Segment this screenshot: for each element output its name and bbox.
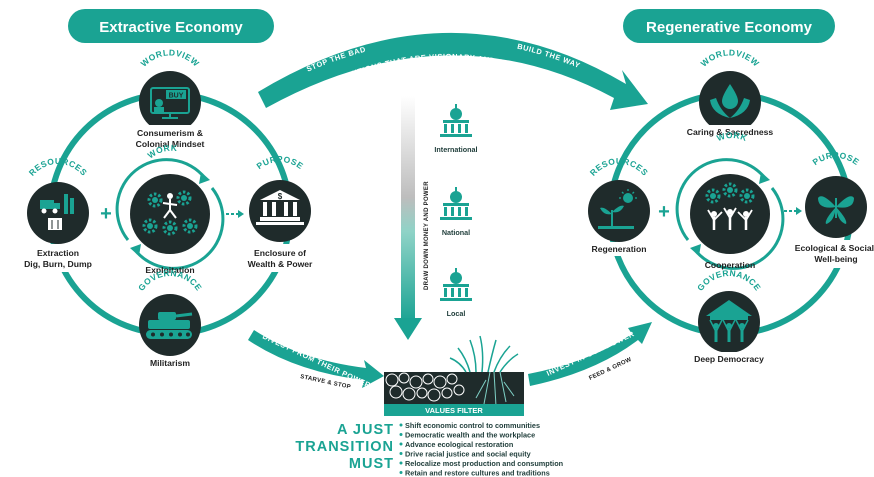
right-title: Regenerative Economy: [646, 19, 813, 36]
just-transition-list: Shift economic control to communities De…: [399, 421, 563, 477]
level-local: Local: [440, 268, 472, 318]
just-transition-line-1: A JUST: [337, 422, 394, 438]
right-resources-node: RESOURCES Regeneration: [575, 156, 665, 256]
values-filter: VALUES FILTER: [384, 335, 524, 416]
values-filter-label: VALUES FILTER: [425, 406, 483, 415]
right-purpose-label-1: Ecological & Social: [795, 243, 874, 253]
right-governance-label: Deep Democracy: [694, 354, 764, 364]
list-item: Shift economic control to communities: [405, 421, 540, 430]
divest-arrow: DIVEST FROM THEIR POWER STARVE & STOP: [248, 330, 384, 391]
right-purpose-category: PURPOSE: [811, 150, 862, 167]
bank-dollar-icon: $: [256, 190, 304, 225]
level-local-label: Local: [447, 309, 466, 318]
butterfly-hands-icon: [818, 196, 854, 224]
left-work-label: Exploitation: [145, 265, 194, 275]
left-resources-label-2: Dig, Burn, Dump: [24, 259, 92, 269]
capitol-building-icon: [440, 104, 472, 137]
draw-down-label: DRAW DOWN MONEY AND POWER: [424, 181, 430, 290]
left-plus-sign: +: [100, 203, 112, 225]
left-title-pill: Extractive Economy: [68, 9, 274, 43]
right-worldview-node: WORLDVIEW Caring & Sacredness: [676, 47, 784, 139]
list-item: Retain and restore cultures and traditio…: [405, 469, 550, 477]
house-people-icon: [706, 300, 752, 342]
just-transition-line-3: MUST: [349, 456, 394, 472]
right-governance-category: GOVERNANCE: [695, 268, 763, 293]
invest-arrow: INVEST IN OUR POWER FEED & GROW: [528, 322, 652, 386]
left-worldview-label-1: Consumerism &: [137, 128, 203, 138]
right-purpose-node: PURPOSE Ecological & Social Well-being: [786, 150, 874, 268]
left-worldview-label-2: Colonial Mindset: [136, 139, 205, 149]
top-arrow: STOP THE BAD BUILD THE WAY SOLUTIONS THA…: [258, 32, 648, 110]
right-plus-sign: +: [658, 201, 670, 223]
level-national: National: [440, 187, 472, 237]
right-work-node: WORK Cooperation: [675, 130, 785, 270]
right-work-category: WORK: [715, 130, 749, 143]
right-title-pill: Regenerative Economy: [623, 9, 835, 43]
buy-sign-text: BUY: [169, 93, 184, 100]
level-national-label: National: [442, 228, 470, 237]
capitol-building-icon: [440, 268, 472, 301]
list-item: Advance ecological restoration: [405, 440, 513, 449]
right-small-arrow: [784, 207, 802, 215]
right-worldview-label: Caring & Sacredness: [687, 127, 774, 137]
list-item: Democratic wealth and the workplace: [405, 431, 535, 440]
left-resources-circle: [27, 182, 89, 244]
hands-water-drop-icon: [710, 84, 750, 118]
right-governance-node: GOVERNANCE Deep Democracy: [679, 268, 779, 366]
list-item: Relocalize most production and consumpti…: [405, 459, 563, 468]
capitol-building-icon: [440, 187, 472, 220]
just-transition: A JUST TRANSITION MUST Shift economic co…: [295, 421, 563, 477]
gears-people-icon: [142, 190, 198, 236]
grass-icon: [449, 335, 519, 373]
left-purpose-label-2: Wealth & Power: [248, 259, 313, 269]
just-transition-line-2: TRANSITION: [295, 439, 394, 455]
left-resources-node: RESOURCES Extraction Dig, Burn, Dump: [18, 156, 100, 272]
left-work-circle: [130, 174, 210, 254]
right-purpose-label-2: Well-being: [814, 254, 857, 264]
right-worldview-category: WORLDVIEW: [699, 47, 762, 69]
right-work-label: Cooperation: [705, 260, 756, 270]
left-work-node: WORK Exploitation: [115, 143, 225, 275]
list-item: Drive racial justice and social equity: [405, 450, 532, 459]
left-worldview-circle: [139, 71, 201, 133]
invest-arrow-text: INVEST IN OUR POWER: [545, 329, 636, 378]
factory-truck-icon: [40, 194, 74, 230]
filter-rocks: [385, 372, 465, 402]
left-governance-node: GOVERNANCE Militarism: [130, 268, 210, 370]
left-purpose-circle: [249, 180, 311, 242]
right-governance-circle: [698, 291, 760, 353]
draw-down-arrow: DRAW DOWN MONEY AND POWER: [394, 96, 430, 340]
gears-people-cooperation-icon: [705, 182, 755, 230]
svg-text:$: $: [278, 192, 283, 201]
tank-icon: [146, 312, 193, 339]
tv-buy-icon: BUY: [150, 87, 190, 119]
left-title: Extractive Economy: [99, 19, 243, 36]
right-resources-label: Regeneration: [592, 244, 647, 254]
level-international: International: [434, 104, 478, 154]
left-purpose-label-1: Enclosure of: [254, 248, 306, 258]
left-worldview-category: WORLDVIEW: [139, 47, 202, 69]
left-resources-label-1: Extraction: [37, 248, 79, 258]
filter-roots: [475, 371, 515, 407]
left-governance-label: Militarism: [150, 358, 190, 368]
sprout-sun-icon: [598, 189, 637, 229]
left-small-arrow: [226, 210, 244, 218]
level-international-label: International: [434, 145, 477, 154]
